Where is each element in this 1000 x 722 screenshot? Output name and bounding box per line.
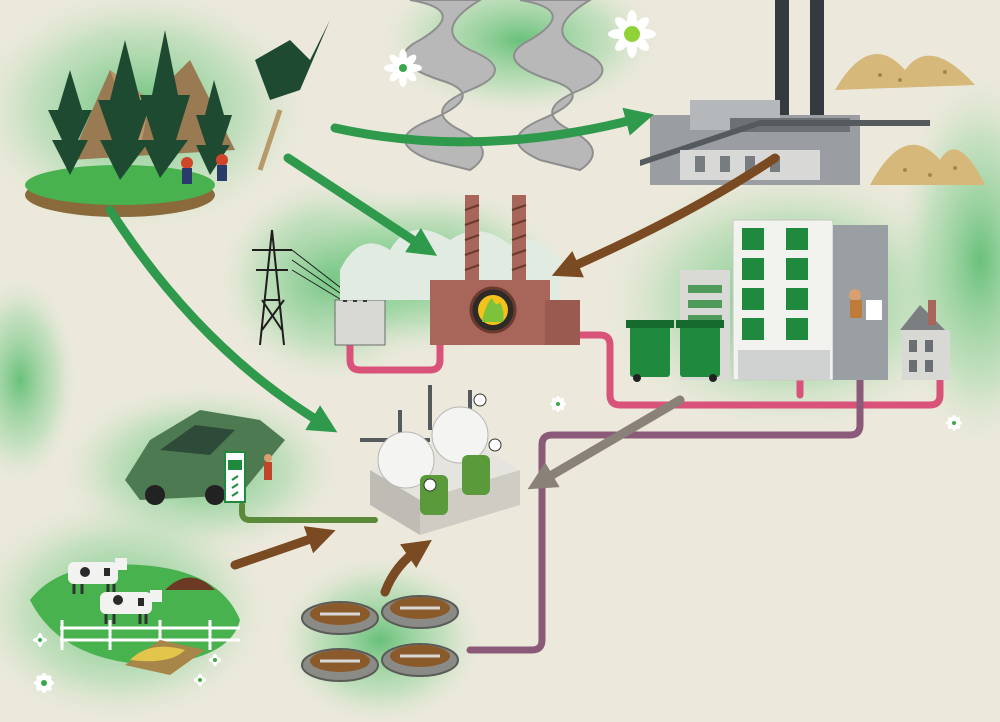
transformer-icon (334, 290, 386, 346)
arrow-woodchips-to-chp (551, 153, 780, 278)
heat-pipe-pink (346, 331, 944, 409)
biogas-pipe-purple (466, 326, 864, 654)
arrow-smoke-to-biomass-plant (330, 107, 654, 147)
waste-bin-icon (626, 320, 724, 382)
combined-heat-power-plant-icon (340, 195, 580, 345)
pipes (239, 326, 944, 654)
house-icon (900, 300, 950, 380)
gas-pipe-green (239, 502, 378, 523)
gas-pump-car-icon (125, 410, 285, 505)
biomass-power-station-icon (640, 0, 930, 185)
flower-decorations (33, 396, 962, 693)
arrow-forest-to-chp (283, 153, 438, 256)
arrow-waste-to-biogas (527, 395, 685, 490)
cow-icon (100, 590, 162, 624)
arrow-farm-to-biogas (230, 526, 336, 570)
flow-arrows (105, 107, 780, 597)
arrow-sewage-to-biogas (380, 539, 432, 597)
sewage-treatment-icon (301, 595, 459, 682)
forest-island-icon (25, 20, 330, 217)
wood-chip-pile-icon (835, 54, 985, 185)
daisy-icon-top-left (384, 49, 422, 87)
daisy-icon-top-right (608, 10, 656, 58)
cow-icon (68, 558, 127, 594)
cow-farm-icon (30, 558, 240, 675)
biogas-plant-icon (360, 385, 520, 535)
arrow-forest-to-biogas (105, 205, 338, 433)
